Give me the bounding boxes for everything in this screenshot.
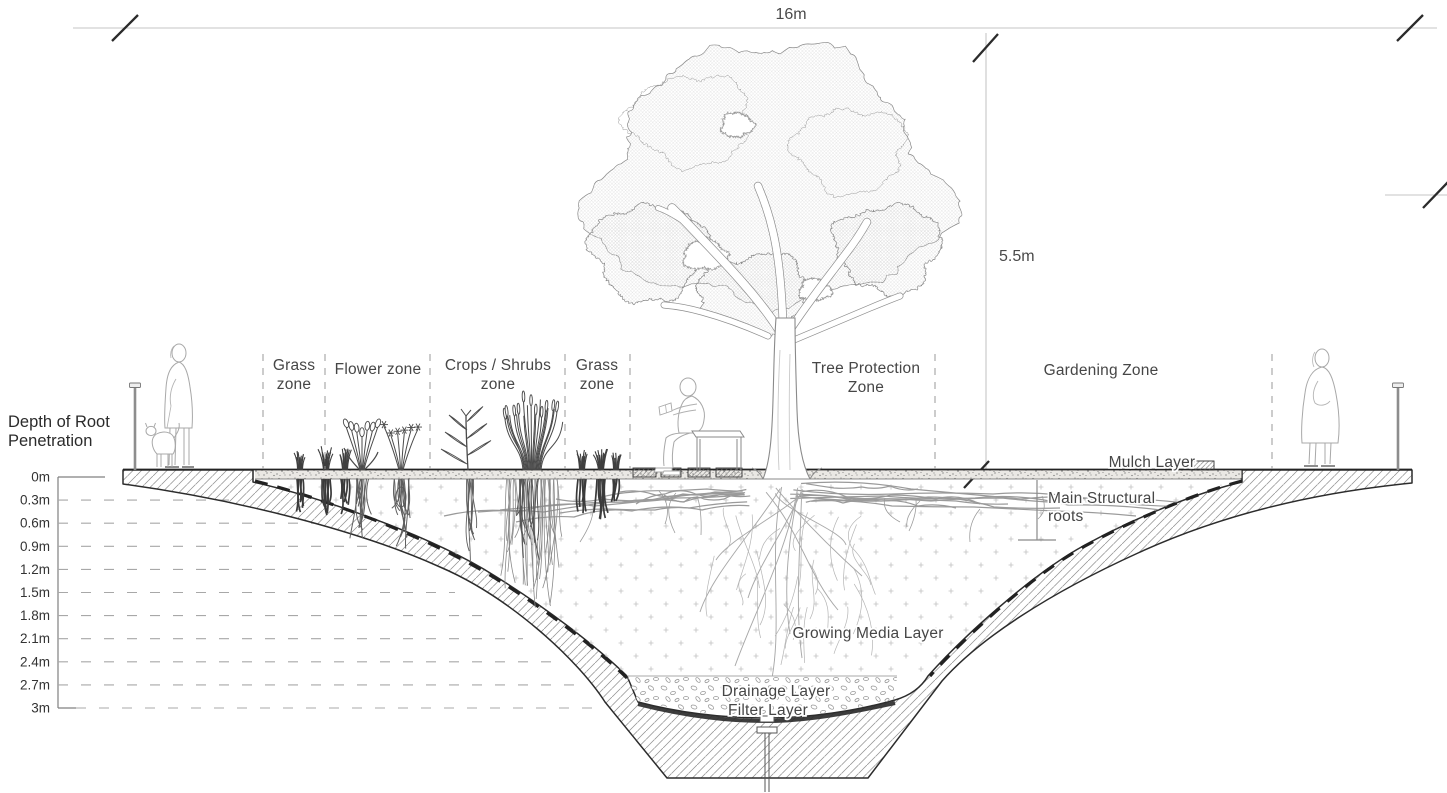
zone-flower: Flower zone (335, 361, 422, 378)
liner-dashes (254, 479, 1243, 680)
zone-grass1-line1: Grass (273, 357, 315, 374)
zone-gardening: Gardening Zone (1044, 362, 1159, 379)
label-drainage: Drainage Layer (722, 683, 831, 700)
tick-right-partial (1422, 181, 1447, 209)
planter-box (1189, 460, 1215, 471)
tree (577, 41, 963, 480)
depth-tick: 0.9m (20, 539, 50, 554)
depth-labels: 0m 0.3m 0.6m 0.9m 1.2m 1.5m 1.8m 2.1m 2.… (20, 470, 50, 716)
depth-tick: 2.1m (20, 631, 50, 646)
drain-pipe (756, 715, 778, 792)
depth-tick: 2.4m (20, 654, 50, 669)
plants (293, 390, 622, 608)
figures (145, 343, 1340, 476)
main-roots-annotation: Main Structural roots (1018, 480, 1157, 541)
depth-axis (57, 476, 600, 709)
label-main-roots-line1: Main Structural (1048, 490, 1155, 507)
tick-16m-left (111, 14, 139, 42)
zone-crops-line1: Crops / Shrubs (445, 357, 551, 374)
label-filter: Filter Layer (728, 702, 808, 719)
zone-crops-line2: zone (481, 376, 515, 393)
growing-media-region (255, 479, 1242, 676)
bollard-light-right (1392, 382, 1404, 470)
zone-tree-protection-line1: Tree Protection (812, 360, 920, 377)
zone-separators (262, 354, 1273, 469)
depth-tick: 3m (31, 701, 50, 716)
depth-scale: Depth of Root Penetration 0m 0.3m 0.6m 0… (8, 413, 600, 716)
depth-tick: 0.3m (20, 493, 50, 508)
zone-labels: Grass zone Flower zone Crops / Shrubs zo… (273, 357, 1159, 396)
mulch-layer-strip (255, 470, 1242, 479)
height-dimension-label: 5.5m (999, 248, 1035, 265)
label-mulch-layer: Mulch Layer (1109, 454, 1196, 471)
zone-grass2-line2: zone (580, 376, 614, 393)
depth-tick: 0m (31, 470, 50, 485)
depth-title-line2: Penetration (8, 432, 92, 450)
zone-grass1-line2: zone (277, 376, 311, 393)
label-growing-media: Growing Media Layer (792, 625, 943, 642)
drainage-region (627, 676, 897, 717)
label-main-roots-line2: roots (1048, 508, 1084, 525)
depth-tick: 1.8m (20, 608, 50, 623)
width-dimension-label: 16m (775, 6, 806, 23)
tick-5-5m-top (972, 33, 999, 63)
slab-edges (252, 470, 1243, 482)
bollard-light-left (129, 382, 141, 470)
zone-tree-protection-line2: Zone (848, 379, 884, 396)
depth-tick: 1.5m (20, 585, 50, 600)
depth-title-line1: Depth of Root (8, 413, 110, 431)
layer-labels: Mulch Layer Growing Media Layer Drainage… (720, 452, 1197, 721)
depth-tick: 0.6m (20, 516, 50, 531)
depth-tick: 1.2m (20, 562, 50, 577)
tick-16m-right (1396, 14, 1424, 42)
depth-tick: 2.7m (20, 677, 50, 692)
zone-grass2-line1: Grass (576, 357, 618, 374)
